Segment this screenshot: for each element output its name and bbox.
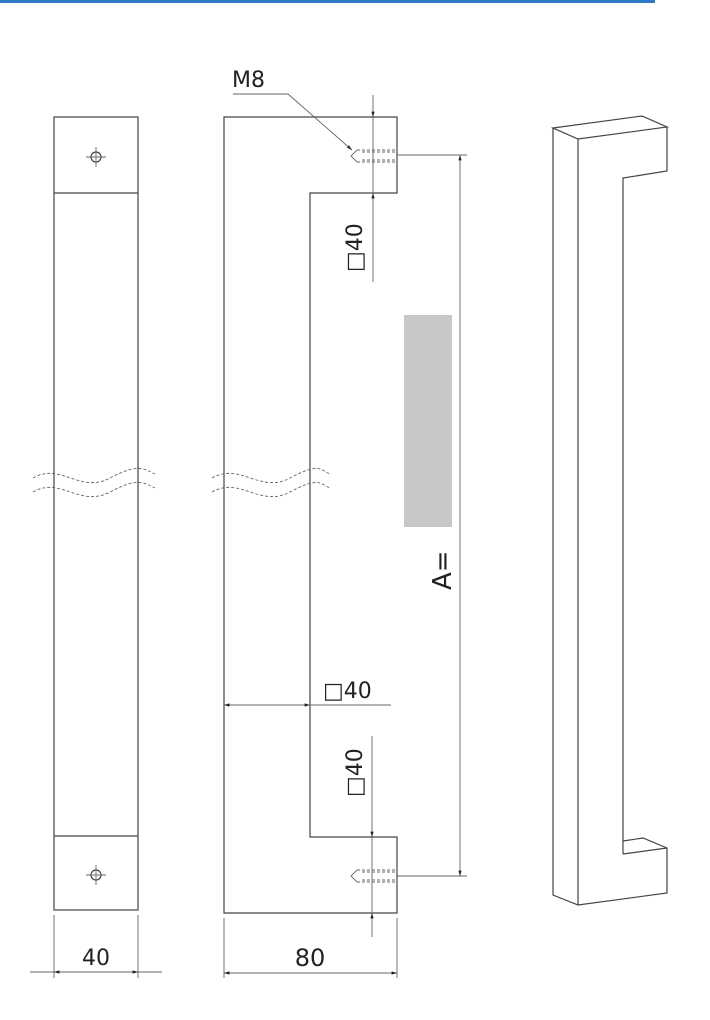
threaded-hole-top xyxy=(350,149,397,163)
dimension-label-80: 80 xyxy=(295,944,326,972)
header-accent-bar xyxy=(0,0,655,3)
break-lines xyxy=(32,468,156,497)
length-label: A= xyxy=(428,550,458,590)
square-40-label-mid: □40 xyxy=(323,679,372,704)
dimension-bottom-square: □40 xyxy=(343,736,374,937)
dimension-top-square: □40 xyxy=(343,95,375,282)
side-view: 40 xyxy=(30,116,162,978)
mounting-hole-top xyxy=(86,147,106,167)
dimension-width-side: 40 xyxy=(30,915,162,978)
isometric-view xyxy=(550,115,670,906)
square-40-label-top: □40 xyxy=(343,223,368,272)
break-lines xyxy=(211,468,331,497)
dimension-width-front: 80 xyxy=(223,918,398,978)
length-value-placeholder xyxy=(404,315,452,527)
dimension-length-a: A= xyxy=(397,154,467,877)
thread-callout: M8 xyxy=(232,68,353,151)
mounting-hole-bottom xyxy=(86,865,106,885)
threaded-hole-bottom xyxy=(350,869,397,883)
dimension-mid-square: □40 xyxy=(224,679,391,707)
front-view: M8 □40 □40 □40 80 xyxy=(211,68,467,978)
thread-label: M8 xyxy=(232,68,265,93)
square-40-label-bottom: □40 xyxy=(343,748,368,797)
dimension-label-40: 40 xyxy=(82,946,110,971)
